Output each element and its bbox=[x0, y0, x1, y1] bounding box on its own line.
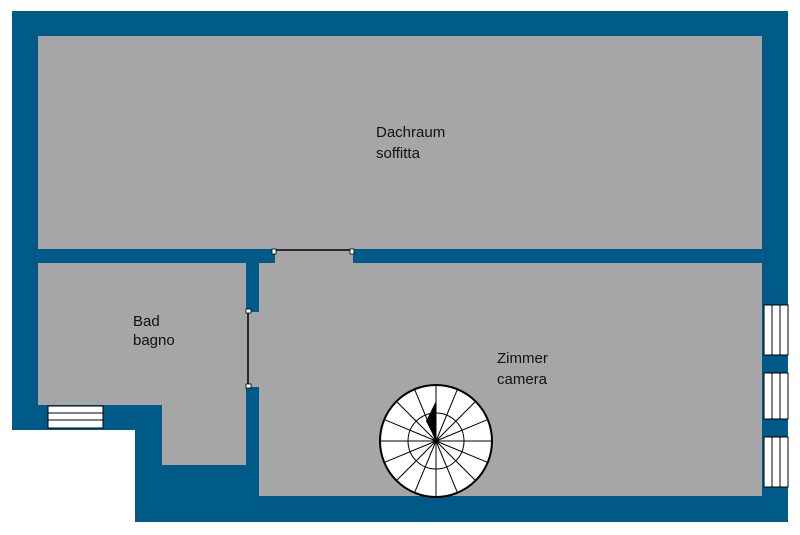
stair-tread bbox=[414, 440, 437, 493]
bathroom-floor bbox=[38, 263, 246, 465]
attic-floor bbox=[38, 36, 762, 249]
bedroom-window-3 bbox=[763, 436, 789, 488]
attic-label-it: soffitta bbox=[376, 145, 421, 162]
bedroom-label-it: camera bbox=[497, 371, 548, 388]
stair-tread bbox=[396, 440, 437, 481]
bedroom-floor bbox=[259, 263, 762, 496]
bathroom-doorway bbox=[245, 308, 259, 389]
bathroom-label-de: Bad bbox=[133, 313, 160, 330]
stair-tread bbox=[435, 440, 476, 481]
bathroom-label-it: bagno bbox=[133, 332, 175, 349]
stair-tread bbox=[435, 419, 488, 442]
stair-tread bbox=[384, 440, 437, 463]
stair-tread bbox=[435, 389, 458, 442]
stair-tread bbox=[435, 440, 458, 493]
bathroom-window bbox=[47, 405, 104, 429]
bedroom-window-2 bbox=[763, 372, 789, 420]
stair-tread bbox=[384, 419, 437, 442]
stair-tread bbox=[435, 440, 488, 463]
bedroom-window-1 bbox=[763, 304, 789, 356]
stair-treads bbox=[380, 385, 492, 497]
attic-label-de: Dachraum bbox=[376, 124, 445, 141]
spiral-staircase bbox=[379, 384, 493, 498]
attic-doorway bbox=[271, 248, 355, 263]
stair-tread bbox=[396, 401, 437, 442]
stair-direction-arrow bbox=[426, 401, 436, 441]
bedroom-label-de: Zimmer bbox=[497, 350, 548, 367]
stair-tread bbox=[435, 401, 476, 442]
